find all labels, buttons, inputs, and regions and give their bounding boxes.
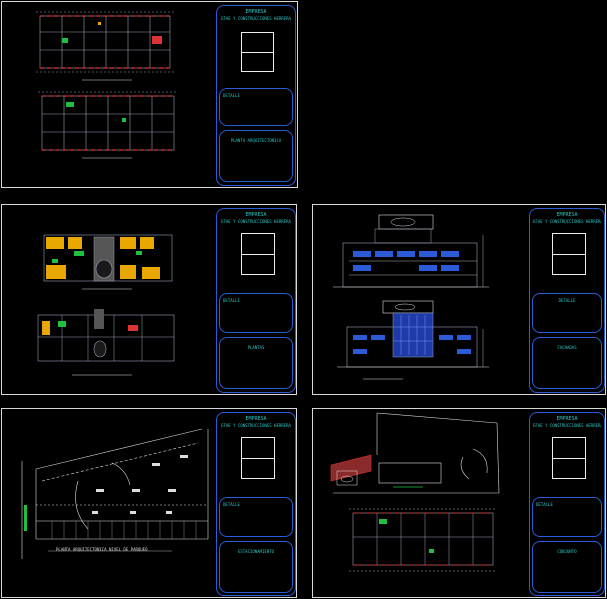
detail-label: DETALLE [223,298,240,303]
drawing-sheet-5[interactable]: EMPRESA EFAE Y CONSTRUCCIONES HERRERA DE… [312,408,606,598]
title-block-title: EFAE Y CONSTRUCCIONES HERRERA [533,219,601,224]
title-block: EMPRESA EFAE Y CONSTRUCCIONES HERRERA DE… [216,208,296,393]
footer-panel: ESTACIONAMIENTO [219,541,293,593]
title-block: EMPRESA EFAE Y CONSTRUCCIONES HERRERA DE… [216,412,296,596]
title-block-title: EFAE Y CONSTRUCCIONES HERRERA [221,219,291,224]
title-block-header: EMPRESA [556,416,578,422]
title-block-title: EFAE Y CONSTRUCCIONES HERRERA [533,423,601,428]
parking-svg [21,428,209,559]
colored-plans-area [2,205,214,396]
detail-label: DETALLE [558,298,576,303]
site-plan-area [313,409,527,599]
detail-panel: DETALLE [532,293,602,333]
detail-frame [241,32,274,72]
floor-plans-svg [36,11,178,159]
footer-label: PLANTA ARQUITECTONICA [230,138,282,143]
detail-frame [241,437,275,479]
footer-label: PLANTAS [247,345,265,350]
title-block-title: EFAE Y CONSTRUCCIONES HERRERA [221,16,291,21]
detail-frame [552,437,586,479]
footer-panel: CONJUNTO [532,541,602,593]
title-block: EMPRESA EFAE Y CONSTRUCCIONES HERRERA DE… [529,412,605,596]
footer-label: ESTACIONAMIENTO [237,549,275,554]
detail-panel: DETALLE [532,497,602,537]
elevations-area [313,205,527,396]
drawing-sheet-4[interactable]: PLANTA ARQUITECTONICA NIVEL DE PARQUEO E… [1,408,297,598]
detail-panel: DETALLE [219,497,293,537]
floor-plans-area [2,2,214,189]
elevations-svg [333,214,489,380]
parking-caption: PLANTA ARQUITECTONICA NIVEL DE PARQUEO [56,547,148,552]
footer-label: CONJUNTO [557,549,577,554]
title-block: EMPRESA EFAE Y CONSTRUCCIONES HERRERA DE… [216,5,296,186]
detail-frame [241,233,275,275]
title-block-title: EFAE Y CONSTRUCCIONES HERRERA [221,423,291,428]
colored-plans-svg [37,234,175,376]
title-block: EMPRESA EFAE Y CONSTRUCCIONES HERRERA DE… [529,208,605,393]
detail-panel: DETALLE [219,293,293,333]
site-plan-svg [330,412,500,572]
detail-frame [552,233,586,275]
footer-panel: FACHADAS [532,337,602,389]
drawing-sheet-1[interactable]: EMPRESA EFAE Y CONSTRUCCIONES HERRERA DE… [1,1,298,188]
title-block-header: EMPRESA [245,416,267,422]
detail-label: DETALLE [223,93,240,98]
detail-label: DETALLE [223,502,240,507]
title-block-header: EMPRESA [556,212,578,218]
footer-label: FACHADAS [557,345,577,350]
title-block-header: EMPRESA [245,212,267,218]
footer-panel: PLANTA ARQUITECTONICA [219,130,293,182]
drawing-sheet-2[interactable]: EMPRESA EFAE Y CONSTRUCCIONES HERRERA DE… [1,204,297,395]
detail-label: DETALLE [536,502,553,507]
drawing-sheet-3[interactable]: EMPRESA EFAE Y CONSTRUCCIONES HERRERA DE… [312,204,606,395]
title-block-header: EMPRESA [245,9,267,15]
detail-panel: DETALLE [219,88,293,126]
parking-area: PLANTA ARQUITECTONICA NIVEL DE PARQUEO [2,409,214,599]
footer-panel: PLANTAS [219,337,293,389]
